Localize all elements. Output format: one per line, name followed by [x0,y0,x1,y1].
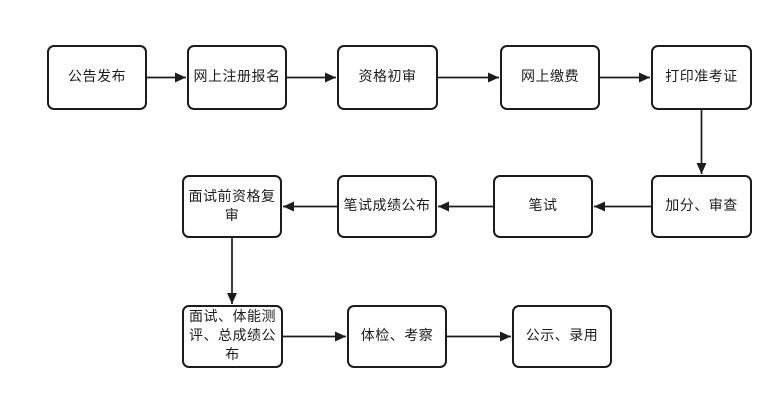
flow-node-prelim-qualification: 资格初审 [337,45,438,110]
flow-node-label-publicity-hire: 公示、录用 [525,328,599,344]
flow-node-label-interview-results: 面试、体能测评、总成绩公布 [189,309,276,363]
flow-node-label-bonus-review: 加分、审查 [665,198,738,214]
flow-node-label-physical-inspection: 体检、考察 [360,328,434,344]
flow-node-label-prelim-qualification: 资格初审 [358,69,417,85]
flow-node-label-print-ticket: 打印准考证 [665,69,738,85]
flow-node-written-test: 笔试 [493,175,593,238]
flow-node-label-online-register: 网上注册报名 [193,69,281,85]
flow-node-online-payment: 网上缴费 [500,45,600,110]
flow-node-publicity-hire: 公示、录用 [512,305,612,368]
flow-node-announcement: 公告发布 [47,45,147,110]
flow-node-written-results: 笔试成绩公布 [337,175,437,238]
flow-node-print-ticket: 打印准考证 [651,45,752,110]
flow-node-label-written-results: 笔试成绩公布 [343,198,431,214]
flow-node-label-announcement: 公告发布 [68,69,126,85]
flow-node-bonus-review: 加分、审查 [651,175,752,238]
flow-node-pre-interview-review: 面试前资格复审 [182,175,282,238]
flow-node-physical-inspection: 体检、考察 [347,305,447,368]
flow-node-label-pre-interview-review: 面试前资格复审 [188,188,276,224]
flow-node-interview-results: 面试、体能测评、总成绩公布 [182,305,283,368]
flow-node-label-online-payment: 网上缴费 [521,69,579,85]
flow-node-online-register: 网上注册报名 [187,45,287,110]
flow-node-label-written-test: 笔试 [528,198,558,214]
